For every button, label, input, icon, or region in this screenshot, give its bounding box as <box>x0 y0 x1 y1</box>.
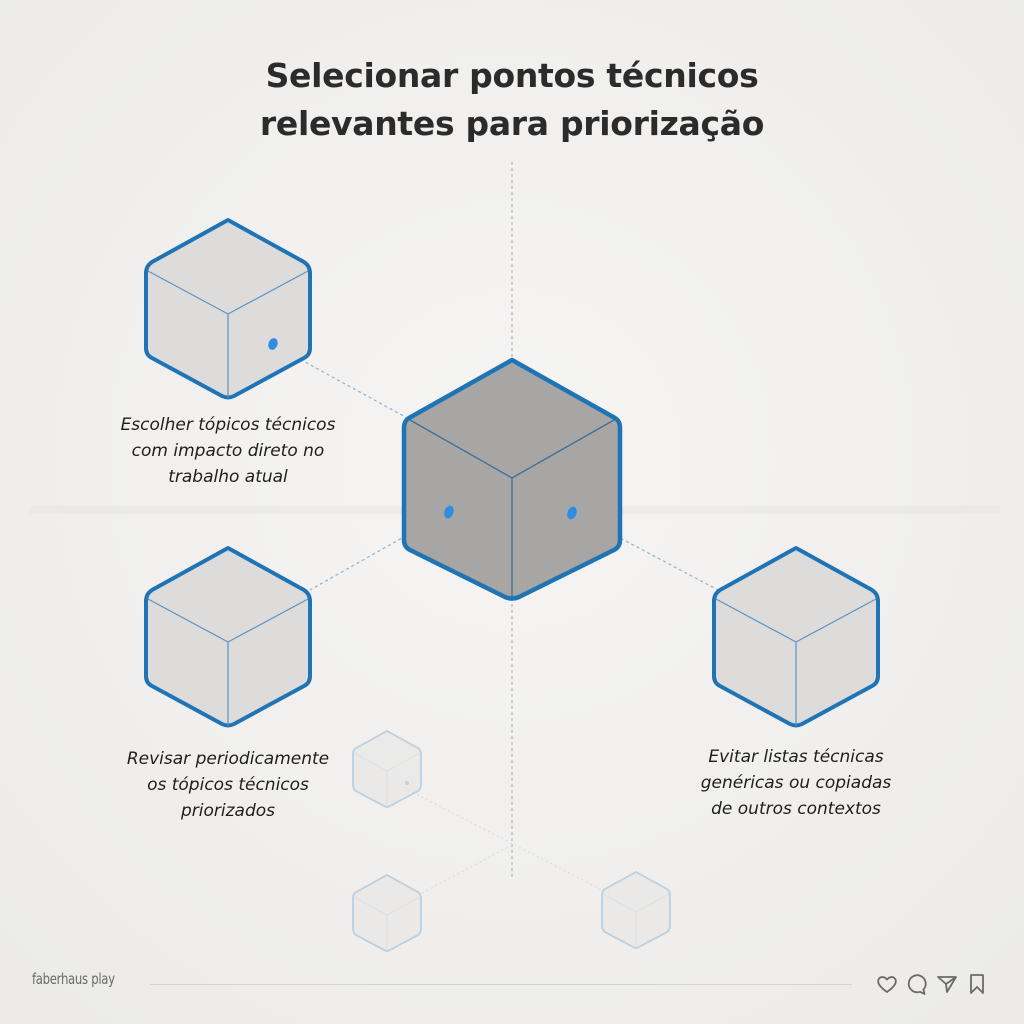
anchor-dot-right <box>567 506 577 520</box>
like-button[interactable] <box>874 971 900 997</box>
top-left-cube <box>144 218 312 400</box>
caption-bottom-right: Evitar listas técnicas genéricas ou copi… <box>654 744 938 822</box>
share-button[interactable] <box>934 971 960 997</box>
ghost-cube-top <box>352 729 422 808</box>
caption-line: Revisar periodicamente <box>126 749 330 769</box>
page-title: Selecionar pontos técnicos relevantes pa… <box>0 52 1024 148</box>
title-line-1: Selecionar pontos técnicos <box>265 56 759 95</box>
anchor-dot <box>268 338 278 350</box>
caption-line: com impacto direto no <box>131 441 325 461</box>
caption-line: os tópicos técnicos <box>147 775 309 795</box>
caption-bottom-left: Revisar periodicamente os tópicos técnic… <box>86 746 370 824</box>
caption-line: Escolher tópicos técnicos <box>120 415 336 435</box>
center-cube <box>401 357 623 601</box>
ghost-cube-bottom-right <box>601 870 671 949</box>
comment-icon <box>907 974 927 995</box>
heart-icon <box>877 976 897 993</box>
footer-divider <box>150 984 852 985</box>
anchor-dot-left <box>444 505 454 519</box>
caption-line: priorizados <box>180 801 275 821</box>
brand-logo: faberhaus play <box>32 970 115 988</box>
comment-button[interactable] <box>904 971 930 997</box>
caption-line: Evitar listas técnicas <box>708 747 884 767</box>
caption-line: de outros contextos <box>711 799 881 819</box>
bottom-left-cube <box>144 546 312 728</box>
ghost-connectors <box>407 789 613 896</box>
title-line-2: relevantes para priorização <box>259 104 765 143</box>
ghost-cube-bottom-left <box>352 873 422 952</box>
send-icon <box>937 976 957 993</box>
caption-top-left: Escolher tópicos técnicos com impacto di… <box>86 412 370 490</box>
caption-line: trabalho atual <box>168 467 288 487</box>
bookmark-icon <box>970 974 984 994</box>
social-actions <box>874 971 990 997</box>
right-cube <box>712 546 880 728</box>
caption-line: genéricas ou copiadas <box>700 773 892 793</box>
save-button[interactable] <box>964 971 990 997</box>
